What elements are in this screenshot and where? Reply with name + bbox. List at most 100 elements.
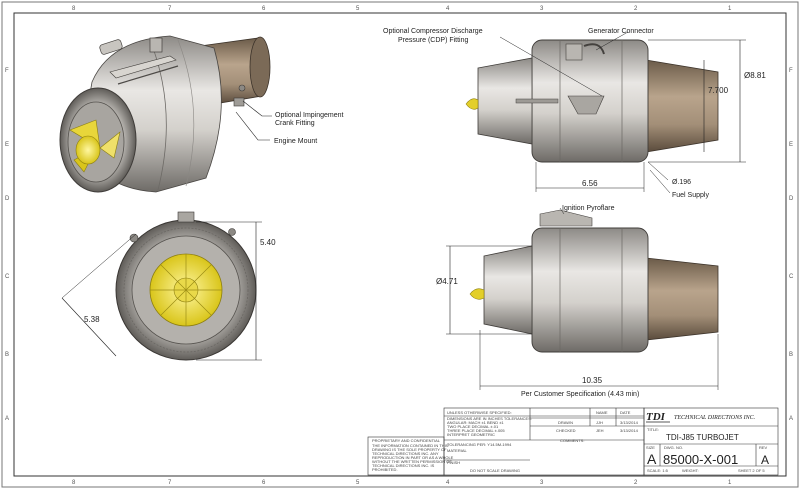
iso-nozzle-exit [249,36,271,98]
callout-fuel-supply: Fuel Supply [672,192,709,199]
zone-bottom-7: 7 [168,480,172,486]
iso-spinner [69,119,121,173]
weight: WEIGHT: [682,468,699,473]
prop-line-1: THE INFORMATION CONTAINED IN THIS [372,443,449,448]
prop-line-2: DRAWING IS THE SOLE PROPERTY OF [372,447,447,452]
zone-labels-bottom: 8 7 6 5 4 3 2 1 [72,480,732,486]
zone-top-5: 5 [356,6,360,12]
side-bottom-nozzle [645,257,719,341]
zone-right-F: F [789,68,793,74]
callout-generator: Generator Connector [588,28,654,35]
dwg-no-label: DWG. NO. [664,445,683,450]
scale: SCALE: 1:5 [647,468,669,473]
prop-line-6: TECHNICAL DIRECTIONS INC. IS [372,463,435,468]
leader-ignition [559,207,565,215]
date-col: DATE [620,410,631,415]
note-6: TOLERANCING PER: Y14.5M-1994 [447,442,512,447]
zone-right-A: A [789,416,793,422]
iso-view: Optional Impingement Crank Fitting Engin… [59,35,344,193]
prop-line-5: WITHOUT THE WRITTEN PERMISSION OF [372,459,452,464]
dim-196: Ø.196 [672,179,691,186]
dim-line-538 [61,297,117,357]
drawn-name: JJH [596,420,603,425]
sheet-number: SHEET 2 OF 5 [738,468,765,473]
callout-impingement: Optional Impingement [275,112,344,119]
zone-top-1: 1 [728,6,732,12]
drawn-label: DRAWN [558,420,573,425]
iso-body-seam-2 [177,39,195,187]
dwg-no-value: 85000-X-001 [663,452,738,467]
side-top-nozzle [645,59,719,153]
company-logo: TDI [646,411,666,423]
callout-spec: Per Customer Specification (4.43 min) [521,391,639,398]
inner-border [13,12,787,477]
zone-top-7: 7 [168,6,172,12]
zone-bottom-3: 3 [540,480,544,486]
size-value: A [647,451,657,467]
proprietary-title: PROPRIETARY AND CONFIDENTIAL [372,438,441,443]
leader-generator [595,31,629,51]
note-7: MATERIAL [447,448,467,453]
front-top-fitting [177,211,195,223]
rev-value: A [761,453,769,467]
zone-bottom-6: 6 [262,480,266,486]
side-bottom-pyroflare [539,209,593,227]
note-8: FINISH [447,460,460,465]
side-bottom-intake [483,245,533,335]
zone-labels-top: 8 7 6 5 4 3 2 1 [72,6,732,12]
dim-471: Ø4.71 [436,277,458,286]
name-col: NAME [596,410,608,415]
iso-body-seam [149,39,167,191]
dim-538: 5.38 [84,315,100,324]
side-top-spinner [465,98,479,110]
dim-7700: 7.700 [708,86,729,95]
zone-top-6: 6 [262,6,266,12]
side-top-fittings [567,95,605,115]
side-view-bottom: Ignition Pyroflare Ø4.71 10.35 Per Custo… [436,205,719,398]
drawing-title: TDI-J85 TURBOJET [666,433,739,442]
leader-fuel [649,169,671,194]
zone-top-4: 4 [446,6,450,12]
dim-1035: 10.35 [582,376,603,385]
zone-right-B: B [789,352,793,358]
dim-656: 6.56 [582,179,598,188]
zone-bottom-2: 2 [634,480,638,486]
zone-right-C: C [789,274,794,280]
leader-impingement [242,100,272,117]
zone-bottom-5: 5 [356,480,360,486]
zone-left-F: F [5,68,9,74]
zone-top-3: 3 [540,6,544,12]
callout-impingement-2: Crank Fitting [275,120,315,127]
comments-label: COMMENTS: [560,438,584,443]
note-4: THREE PLACE DECIMAL ±.005 [447,428,505,433]
front-blades [150,254,222,326]
zone-bottom-8: 8 [72,480,76,486]
callout-cdp-2: Pressure (CDP) Fitting [398,37,469,44]
zone-top-2: 2 [634,6,638,12]
leader-engine-mount [235,111,270,141]
zone-bottom-4: 4 [446,480,450,486]
zone-right-E: E [789,142,793,148]
dim-881: Ø8.81 [744,71,766,80]
zone-labels-right: F E D C B A [789,68,794,422]
drawn-date: 3/13/2014 [620,420,639,425]
side-view-top: Ø8.81 7.700 6.56 Optional Compressor Dis… [383,28,766,199]
zone-left-C: C [5,274,10,280]
size-label: SIZE [646,445,655,450]
unless-specified: UNLESS OTHERWISE SPECIFIED: [447,410,512,415]
checked-label: CHECKED [556,428,576,433]
zone-bottom-1: 1 [728,480,732,486]
prop-line-4: REPRODUCTION IN PART OR AS A WHOLE [372,455,454,460]
rev-label: REV [759,445,768,450]
dim-540: 5.40 [260,238,276,247]
note-5: INTERPRET GEOMETRIC [447,432,495,437]
side-top-intake [477,57,533,145]
prop-line-3: TECHNICAL DIRECTIONS INC. ANY [372,451,439,456]
note-2: ANGULAR: MACH ±1 BEND ±1 [447,420,504,425]
prop-line-7: PROHIBITED. [372,467,398,472]
do-not-scale: DO NOT SCALE DRAWING [470,468,520,473]
title-block [367,407,779,476]
